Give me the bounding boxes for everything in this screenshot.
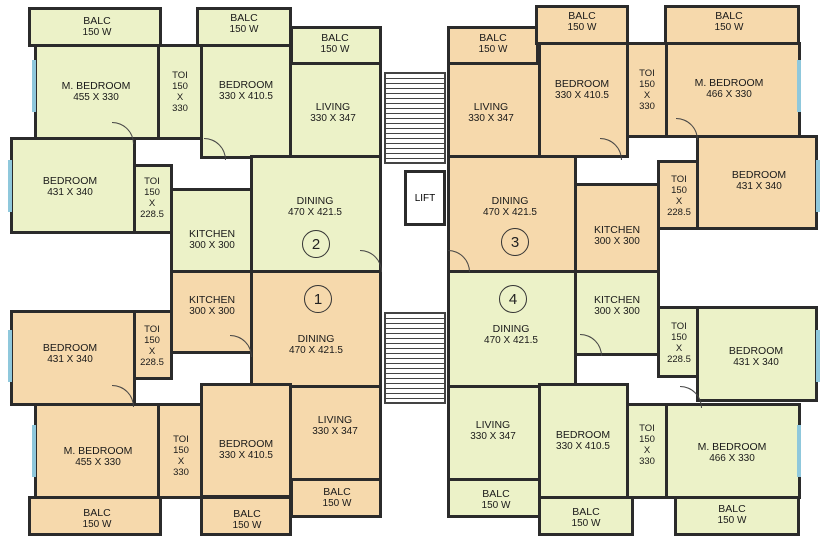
- balcony-top-right-3: [664, 5, 800, 45]
- room-u1-toilet-a: [133, 310, 173, 380]
- room-u2-bedroom-431: [10, 137, 136, 234]
- room-u4-toilet-a: [657, 306, 699, 378]
- balcony-bottom-left-3: [290, 478, 382, 518]
- window-1: [8, 160, 12, 212]
- balcony-bottom-left-1: [28, 496, 162, 536]
- window-2: [8, 330, 12, 382]
- room-u1-dining: [250, 270, 382, 388]
- room-u3-bedroom-431: [696, 135, 818, 230]
- balcony-bottom-right-2: [538, 496, 634, 536]
- window-6: [32, 425, 36, 477]
- unit-number-3: 3: [501, 228, 529, 256]
- room-u4-bedroom-431: [696, 306, 818, 402]
- room-u4-living: [447, 385, 541, 481]
- room-u3-toilet-a: [626, 42, 668, 138]
- window-7: [797, 60, 801, 112]
- window-5: [32, 60, 36, 112]
- room-u3-bedroom-330: [538, 42, 629, 158]
- balcony-top-left-2: [196, 7, 292, 47]
- room-u4-master-bedroom: [665, 403, 801, 499]
- balcony-bottom-right-1: [447, 478, 541, 518]
- window-4: [816, 330, 820, 382]
- staircase-bottom: [384, 312, 446, 404]
- room-u2-toilet-a: [157, 44, 203, 140]
- unit-number-2: 2: [302, 230, 330, 258]
- lift-label: LIFT: [414, 192, 436, 204]
- lift-shaft: LIFT: [404, 170, 446, 226]
- staircase-top: [384, 72, 446, 164]
- balcony-bottom-right-3: [674, 496, 800, 536]
- window-8: [797, 425, 801, 477]
- window-3: [816, 160, 820, 212]
- balcony-bottom-left-2: [200, 496, 292, 536]
- room-u4-toilet-b: [626, 403, 668, 499]
- unit-number-4: 4: [499, 285, 527, 313]
- room-u1-toilet-b: [157, 403, 203, 499]
- unit-number-1: 1: [304, 285, 332, 313]
- room-u2-kitchen: [170, 188, 253, 273]
